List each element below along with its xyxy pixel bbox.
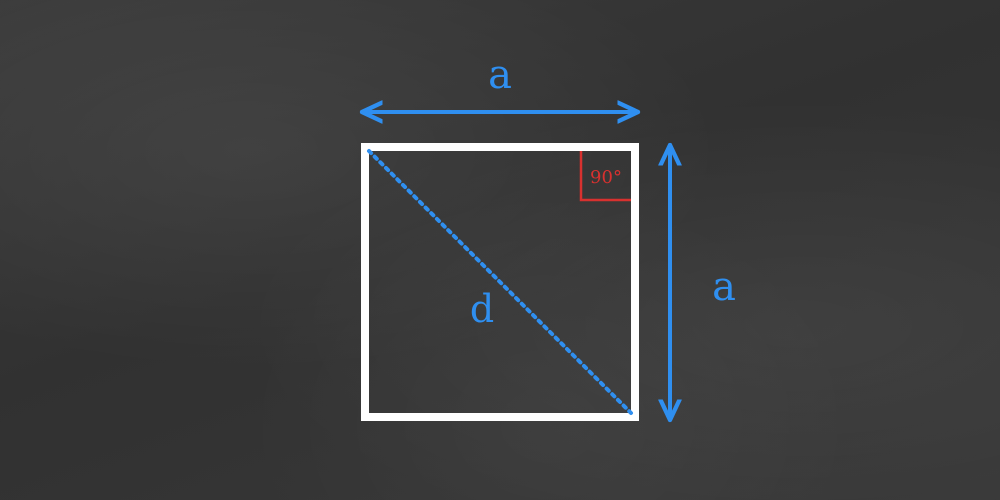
right-side-label: a (712, 264, 736, 310)
right-angle-marker (579, 151, 631, 202)
top-side-label: a (488, 52, 512, 98)
right-angle-label: 90° (590, 167, 622, 188)
diagonal-label: d (470, 287, 494, 331)
square-outline (361, 143, 639, 421)
diagonal-line (367, 149, 633, 415)
